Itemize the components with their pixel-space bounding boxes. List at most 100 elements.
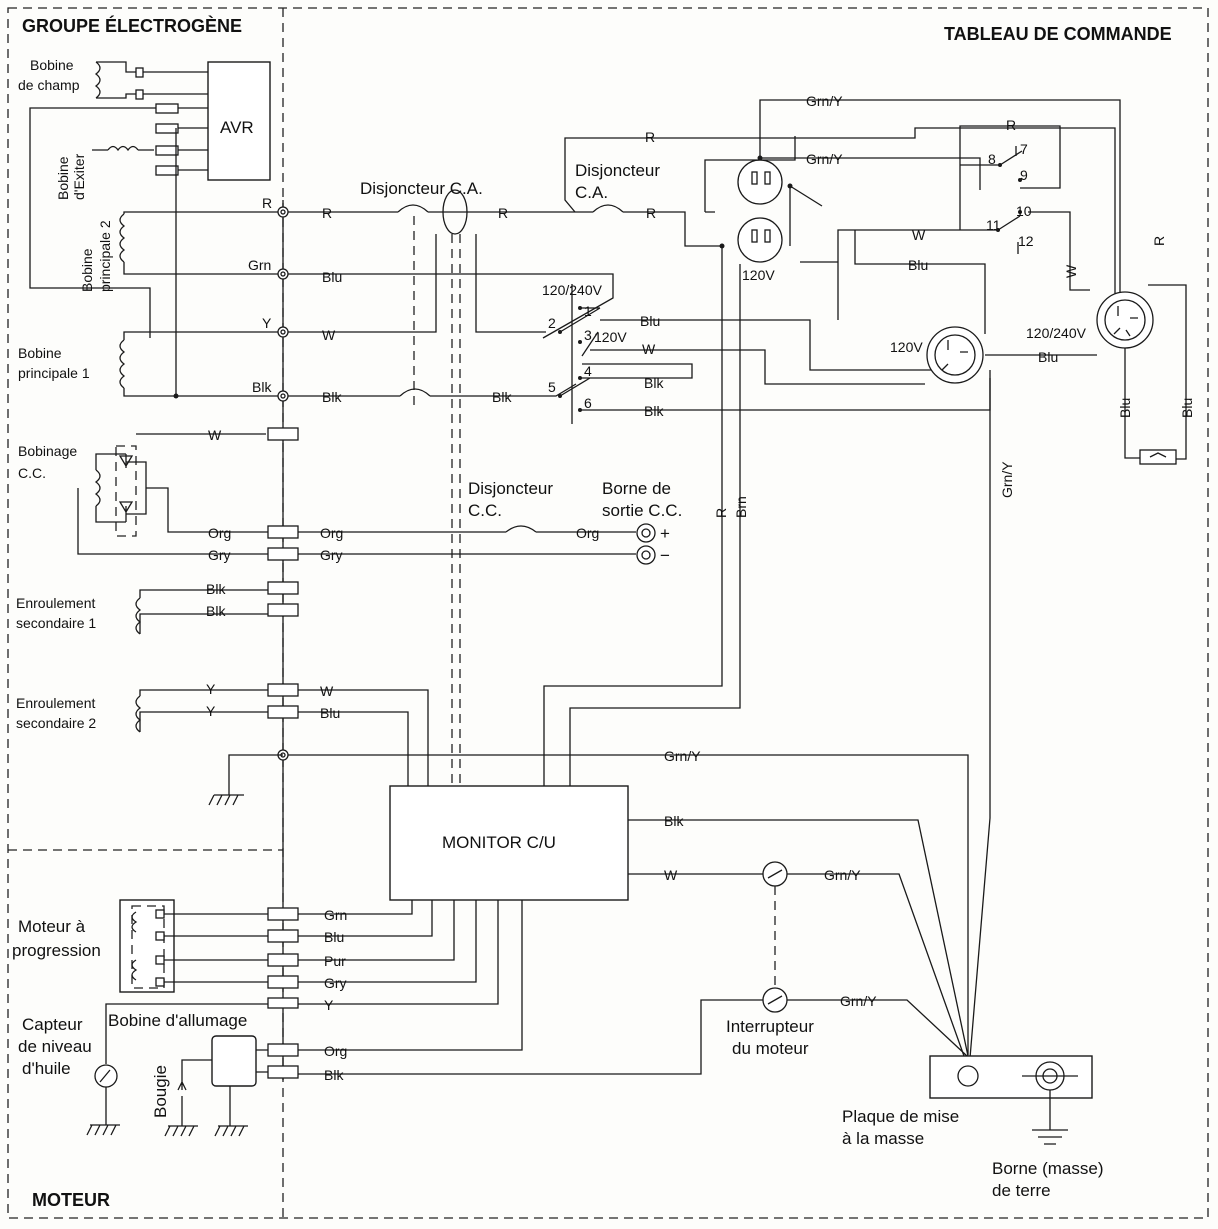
svg-text:Blk: Blk xyxy=(206,603,226,619)
svg-text:R: R xyxy=(322,205,332,221)
svg-text:Grn/Y: Grn/Y xyxy=(824,867,861,883)
current-sensor xyxy=(442,189,468,235)
section-generator: GROUPE ÉLECTROGÈNE xyxy=(22,15,242,36)
svg-text:W: W xyxy=(912,227,926,243)
mode-switch[interactable]: 7 8 9 10 11 12 xyxy=(986,141,1034,254)
svg-text:Grn: Grn xyxy=(248,257,271,273)
field-coil-label-1: Bobine xyxy=(30,57,74,73)
spark-plug-label: Bougie xyxy=(151,1065,170,1118)
svg-text:Y: Y xyxy=(324,997,334,1013)
svg-text:Blk: Blk xyxy=(322,389,342,405)
svg-text:120V: 120V xyxy=(594,329,627,345)
svg-text:Blu: Blu xyxy=(324,929,344,945)
dc-breaker-label-2: C.C. xyxy=(468,501,502,520)
dc-winding-label-2: C.C. xyxy=(18,465,46,481)
svg-text:Blk: Blk xyxy=(206,581,226,597)
engine-switch[interactable] xyxy=(762,861,788,1013)
svg-text:Gry: Gry xyxy=(208,547,231,563)
svg-text:Blu: Blu xyxy=(908,257,928,273)
ground-plate xyxy=(929,1055,1093,1099)
svg-text:Org: Org xyxy=(576,525,599,541)
connector-blocks xyxy=(267,427,299,719)
svg-text:9: 9 xyxy=(1020,167,1028,183)
svg-text:R: R xyxy=(646,205,656,221)
oil-sensor-label-2: de niveau xyxy=(18,1037,92,1056)
svg-text:Blk: Blk xyxy=(252,379,272,395)
dc-winding-symbol xyxy=(94,469,101,507)
svg-text:12: 12 xyxy=(1018,233,1034,249)
svg-text:Grn/Y: Grn/Y xyxy=(806,151,843,167)
ac-breaker-2-label-1: Disjoncteur xyxy=(575,161,660,180)
ground-plate-label-1: Plaque de mise xyxy=(842,1107,959,1126)
voltage-selector-switch[interactable]: 120/240V 120V 1 2 3 4 5 6 xyxy=(542,282,710,424)
neutral-jumper xyxy=(1139,449,1177,465)
sec-winding-2-label-1: Enroulement xyxy=(16,695,95,711)
main-coil-2-symbol xyxy=(119,213,126,263)
monitor-label: MONITOR C/U xyxy=(442,833,556,852)
twistlock-120v[interactable]: 120V xyxy=(890,326,984,384)
svg-text:W: W xyxy=(322,327,336,343)
svg-text:Blu: Blu xyxy=(1038,349,1058,365)
svg-text:W: W xyxy=(642,341,656,357)
svg-text:W: W xyxy=(320,683,334,699)
receptacle-120v[interactable]: 120V xyxy=(737,159,783,283)
main-coil-2-label-2: principale 2 xyxy=(97,220,113,292)
dc-output-label-2: sortie C.C. xyxy=(602,501,682,520)
dc-output-terminal[interactable]: + − xyxy=(636,523,670,565)
svg-text:Pur: Pur xyxy=(324,953,346,969)
dc-winding-label-1: Bobinage xyxy=(18,443,77,459)
main-coil-1-label-2: principale 1 xyxy=(18,365,90,381)
svg-text:Blk: Blk xyxy=(324,1067,344,1083)
svg-text:Blu: Blu xyxy=(1179,398,1195,418)
svg-text:6: 6 xyxy=(584,395,592,411)
svg-text:R: R xyxy=(262,195,272,211)
stepper-motor-box xyxy=(119,899,175,993)
ground-terminal-label-2: de terre xyxy=(992,1181,1051,1200)
dc-output-label-1: Borne de xyxy=(602,479,671,498)
svg-text:+: + xyxy=(660,524,670,543)
svg-text:Grn/Y: Grn/Y xyxy=(840,993,877,1009)
svg-text:7: 7 xyxy=(1020,141,1028,157)
wire-w xyxy=(288,234,437,333)
ignition-coil-box xyxy=(211,1035,257,1087)
ground-terminal-label-1: Borne (masse) xyxy=(992,1159,1103,1178)
svg-text:Blu: Blu xyxy=(640,313,660,329)
avr-box xyxy=(207,61,271,181)
svg-text:Org: Org xyxy=(324,1043,347,1059)
ground-terminal-icon[interactable] xyxy=(1022,1061,1078,1145)
svg-text:8: 8 xyxy=(988,151,996,167)
svg-text:11: 11 xyxy=(986,217,1001,233)
exciter-label-1: Bobine xyxy=(55,156,71,200)
output-terminals xyxy=(277,206,289,761)
svg-text:Y: Y xyxy=(206,681,216,697)
svg-text:R: R xyxy=(1151,236,1167,246)
monitor-cu-box xyxy=(389,785,629,901)
twistlock-120-240v[interactable]: 120/240V xyxy=(1026,291,1154,349)
svg-text:Blu: Blu xyxy=(322,269,342,285)
ac-breaker-label: Disjoncteur C.A. xyxy=(360,179,483,198)
svg-text:Gry: Gry xyxy=(324,975,347,991)
svg-text:Blu: Blu xyxy=(320,705,340,721)
svg-text:120/240V: 120/240V xyxy=(1026,325,1087,341)
svg-text:4: 4 xyxy=(584,363,592,379)
svg-text:Org: Org xyxy=(208,525,231,541)
stepper-motor xyxy=(131,909,268,987)
svg-text:Grn/Y: Grn/Y xyxy=(999,461,1015,498)
wire-grn-y-ground xyxy=(969,378,991,1059)
stepper-label-2: progression xyxy=(12,941,101,960)
svg-text:120V: 120V xyxy=(742,267,775,283)
svg-text:Brn: Brn xyxy=(733,496,749,518)
svg-text:R: R xyxy=(645,129,655,145)
dc-breaker-label-1: Disjoncteur xyxy=(468,479,553,498)
field-coil-label-2: de champ xyxy=(18,77,80,93)
ignition-coil-label: Bobine d'allumage xyxy=(108,1011,247,1030)
svg-text:Grn/Y: Grn/Y xyxy=(806,93,843,109)
svg-text:2: 2 xyxy=(548,315,556,331)
svg-text:10: 10 xyxy=(1016,203,1032,219)
svg-text:Grn: Grn xyxy=(324,907,347,923)
sec-winding-2-label-2: secondaire 2 xyxy=(16,715,96,731)
field-coil-symbol xyxy=(94,61,101,99)
svg-text:R: R xyxy=(713,508,729,518)
